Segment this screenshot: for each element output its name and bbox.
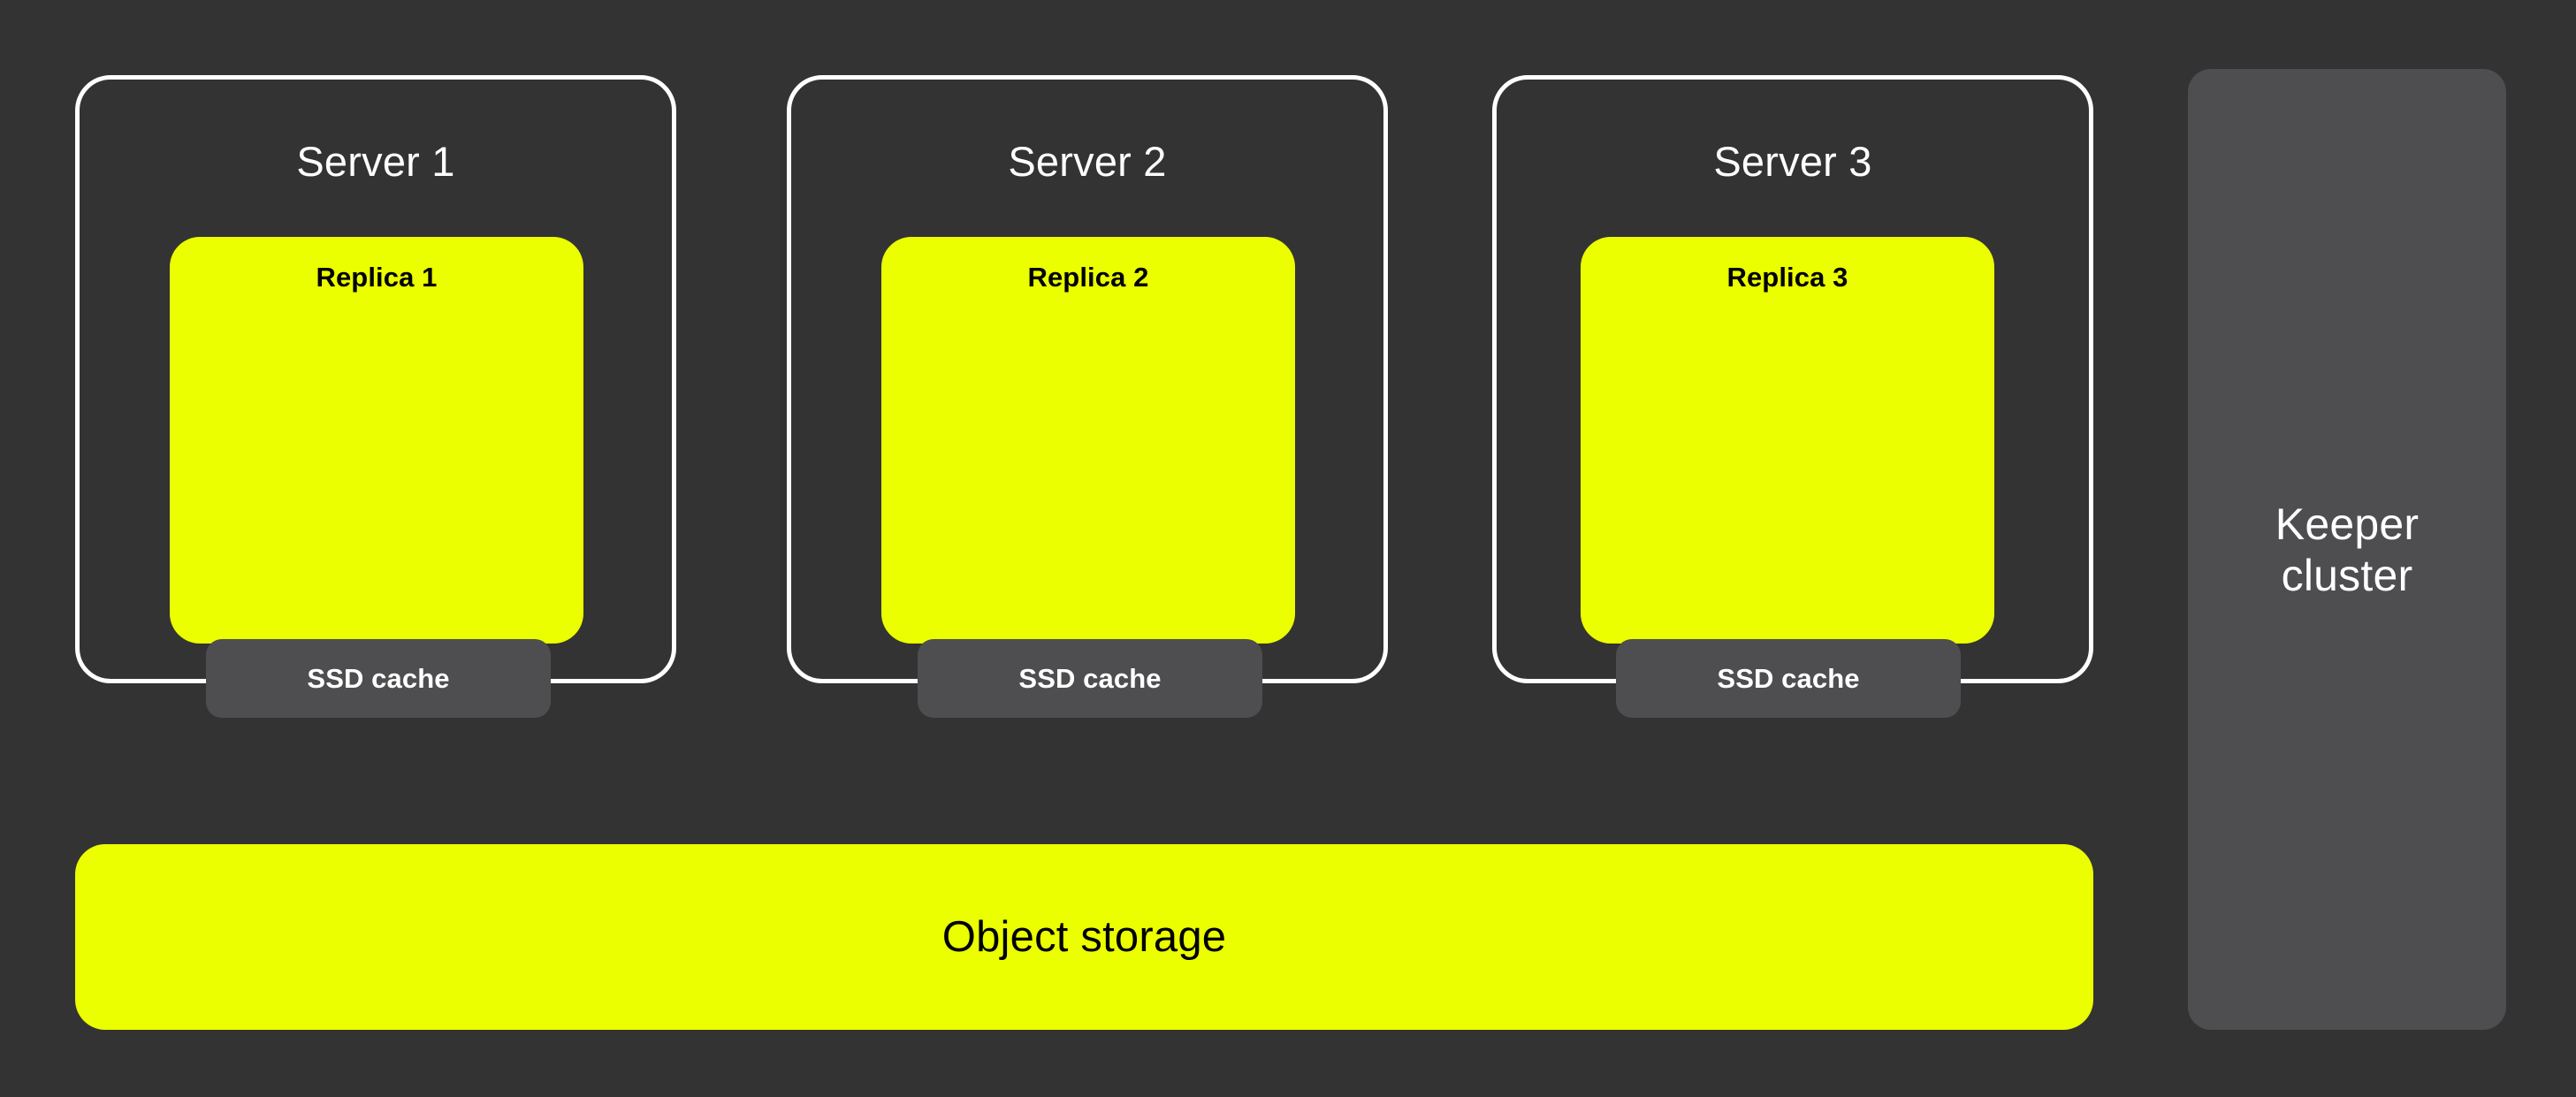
replica-box-3: Replica 3: [1581, 237, 1994, 644]
replica-label-3: Replica 3: [1726, 262, 1848, 293]
object-storage-label: Object storage: [941, 913, 1227, 961]
replica-box-2: Replica 2: [881, 237, 1295, 644]
ssd-cache-box-2: SSD cache: [918, 639, 1262, 718]
keeper-cluster-panel: Keeper cluster: [2188, 69, 2506, 1030]
server-title-2: Server 2: [1008, 138, 1167, 185]
server-title-3: Server 3: [1713, 138, 1872, 185]
ssd-cache-box-3: SSD cache: [1616, 639, 1961, 718]
replica-box-1: Replica 1: [170, 237, 583, 644]
server-title-1: Server 1: [296, 138, 455, 185]
keeper-cluster-label: Keeper cluster: [2275, 499, 2420, 600]
ssd-cache-label-3: SSD cache: [1717, 662, 1860, 694]
ssd-cache-box-1: SSD cache: [206, 639, 551, 718]
replica-label-1: Replica 1: [316, 262, 438, 293]
ssd-cache-label-1: SSD cache: [307, 662, 450, 694]
object-storage-bar: Object storage: [75, 844, 2093, 1030]
replica-label-2: Replica 2: [1027, 262, 1149, 293]
ssd-cache-label-2: SSD cache: [1018, 662, 1162, 694]
